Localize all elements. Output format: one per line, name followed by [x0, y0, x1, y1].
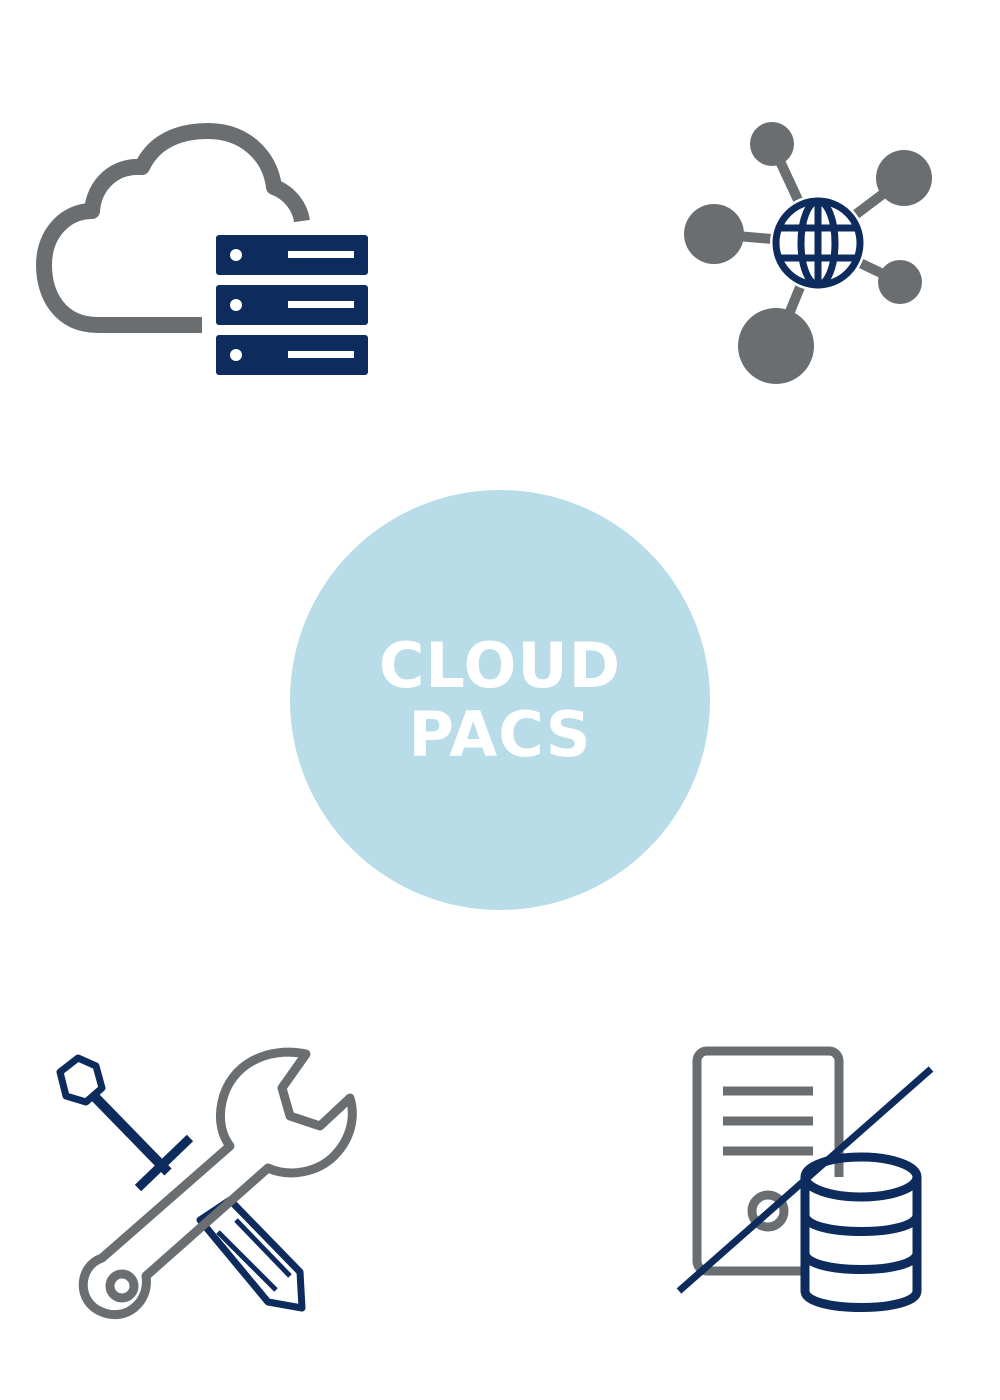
globe-icon — [770, 195, 866, 291]
wrench-icon — [78, 1047, 357, 1320]
no-local-server-icon — [676, 1046, 934, 1312]
strike-through-line — [676, 1066, 934, 1294]
center-title-line-2: PACS — [408, 698, 592, 771]
cloud-pacs-circle: CLOUD PACS — [290, 490, 710, 910]
cloud-server-icon — [36, 123, 368, 375]
center-title-line-1: CLOUD — [378, 628, 622, 702]
tools-icon — [56, 1047, 357, 1320]
network-globe-icon — [684, 122, 932, 384]
database-icon — [800, 1152, 922, 1312]
